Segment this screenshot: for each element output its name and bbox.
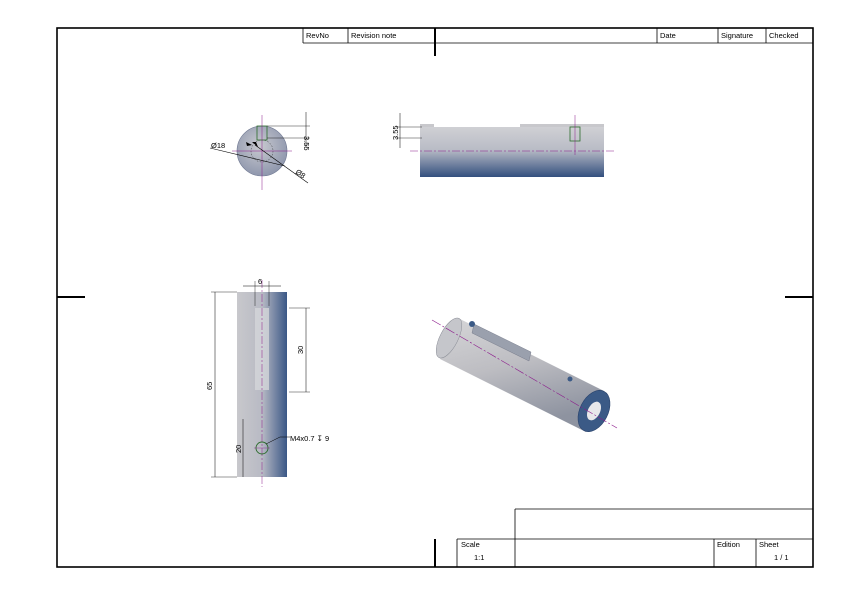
inner-diameter-dim: Ø8 bbox=[294, 167, 307, 180]
end-view: Ø18 Ø8 3.55 bbox=[209, 112, 311, 190]
isometric-view bbox=[431, 317, 618, 432]
scale-label: Scale bbox=[461, 540, 480, 549]
slot-depth-side-dim: 3.55 bbox=[391, 125, 400, 140]
signature-header: Signature bbox=[721, 31, 753, 40]
revision-note-header: Revision note bbox=[351, 31, 396, 40]
front-view: 6 30 65 20 M4x0.7 ↧ 9 bbox=[205, 277, 329, 487]
edition-label: Edition bbox=[717, 540, 740, 549]
checked-header: Checked bbox=[769, 31, 799, 40]
scale-value: 1:1 bbox=[474, 553, 484, 562]
date-header: Date bbox=[660, 31, 676, 40]
hole-position-dim: 20 bbox=[234, 445, 243, 453]
outer-diameter-dim: Ø18 bbox=[211, 141, 225, 150]
revision-table: RevNo Revision note Date Signature Check… bbox=[302, 28, 813, 44]
sheet-label: Sheet bbox=[759, 540, 780, 549]
sheet-frame bbox=[56, 27, 814, 568]
side-view: 3.55 bbox=[391, 113, 614, 177]
revno-header: RevNo bbox=[306, 31, 329, 40]
slot-length-dim: 30 bbox=[296, 346, 305, 354]
slot-width-dim: 6 bbox=[258, 277, 262, 286]
thread-callout: M4x0.7 ↧ 9 bbox=[290, 434, 329, 443]
slot-depth-front-dim: 3.55 bbox=[302, 136, 311, 151]
title-block: Scale 1:1 Edition Sheet 1 / 1 bbox=[456, 508, 813, 567]
sheet-value: 1 / 1 bbox=[774, 553, 789, 562]
overall-length-dim: 65 bbox=[205, 382, 214, 390]
